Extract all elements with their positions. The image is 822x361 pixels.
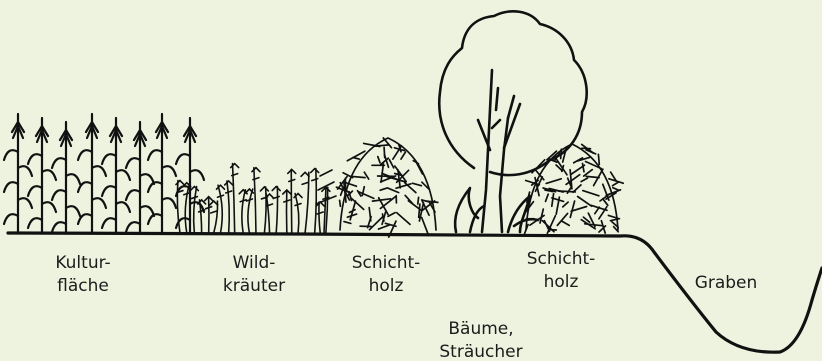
label-schichtholz-left: Schicht- holz — [342, 252, 430, 298]
brushwood-pile-icon — [336, 138, 437, 237]
wild-herbs-icon — [176, 164, 336, 233]
maize-plants-icon — [4, 114, 204, 233]
label-graben: Graben — [684, 272, 768, 295]
label-kulturflaeche: Kultur- fläche — [45, 252, 121, 298]
label-baeume-straeucher: Bäume, Sträucher — [432, 318, 530, 361]
label-schichtholz-right: Schicht- holz — [517, 248, 605, 294]
tree-icon — [439, 11, 586, 232]
brushwood-pile-icon — [524, 144, 623, 233]
label-wildkraeuter: Wild- kräuter — [214, 252, 294, 298]
